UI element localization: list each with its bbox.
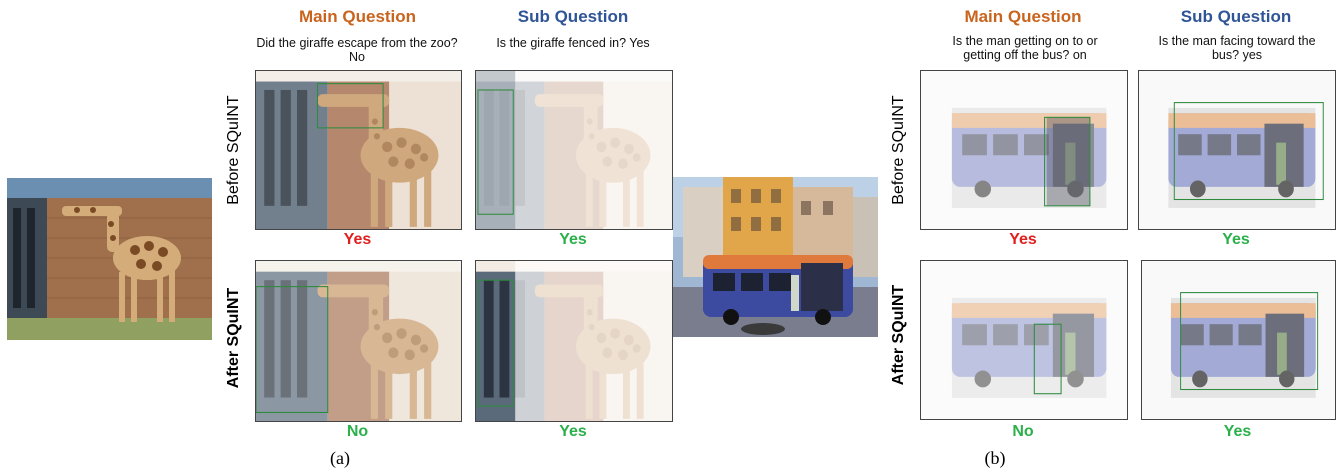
a-after-sub-attention-map	[475, 260, 673, 422]
a-main-question-header: Main Question	[298, 7, 417, 26]
b-after-main-attention-map	[920, 260, 1128, 420]
b-sub-question-text: Is the man facing toward the bus? yes	[1158, 34, 1316, 62]
a-sub-question-header: Sub Question	[517, 7, 629, 26]
b-before-sub-answer: Yes	[1222, 231, 1250, 248]
giraffe-original-image	[7, 178, 212, 340]
b-before-sub-attention-map	[1138, 70, 1336, 230]
b-main-question-text: Is the man getting on to or getting off …	[952, 34, 1098, 62]
a-after-main-attention-map	[255, 260, 462, 422]
b-after-sub-answer: Yes	[1223, 423, 1252, 440]
caption-a: (a)	[330, 448, 350, 468]
a-before-sub-attention-map	[475, 70, 673, 230]
bus-original-image	[673, 177, 878, 337]
caption-b: (b)	[984, 448, 1006, 468]
b-sub-question-header: Sub Question	[1180, 7, 1292, 26]
a-before-main-answer: Yes	[343, 231, 372, 248]
a-sub-question-text: Is the giraffe fenced in? Yes	[496, 36, 650, 50]
a-main-question-text: Did the giraffe escape from the zoo? No	[256, 36, 458, 64]
a-after-main-answer: No	[346, 423, 369, 440]
b-main-question-header: Main Question	[964, 7, 1082, 26]
a-before-sub-answer: Yes	[559, 231, 587, 248]
a-row-label-after: After SQuINT	[225, 287, 242, 389]
b-row-label-before: Before SQuINT	[890, 95, 907, 205]
a-before-main-attention-map	[255, 70, 462, 230]
a-row-label-before: Before SQuINT	[225, 95, 242, 205]
b-after-sub-attention-map	[1141, 260, 1336, 420]
b-before-main-attention-map	[920, 70, 1128, 230]
b-row-label-after: After SQuINT	[890, 284, 907, 386]
b-after-main-answer: No	[1012, 423, 1034, 440]
a-after-sub-answer: Yes	[559, 423, 587, 440]
b-before-main-answer: Yes	[1009, 231, 1037, 248]
